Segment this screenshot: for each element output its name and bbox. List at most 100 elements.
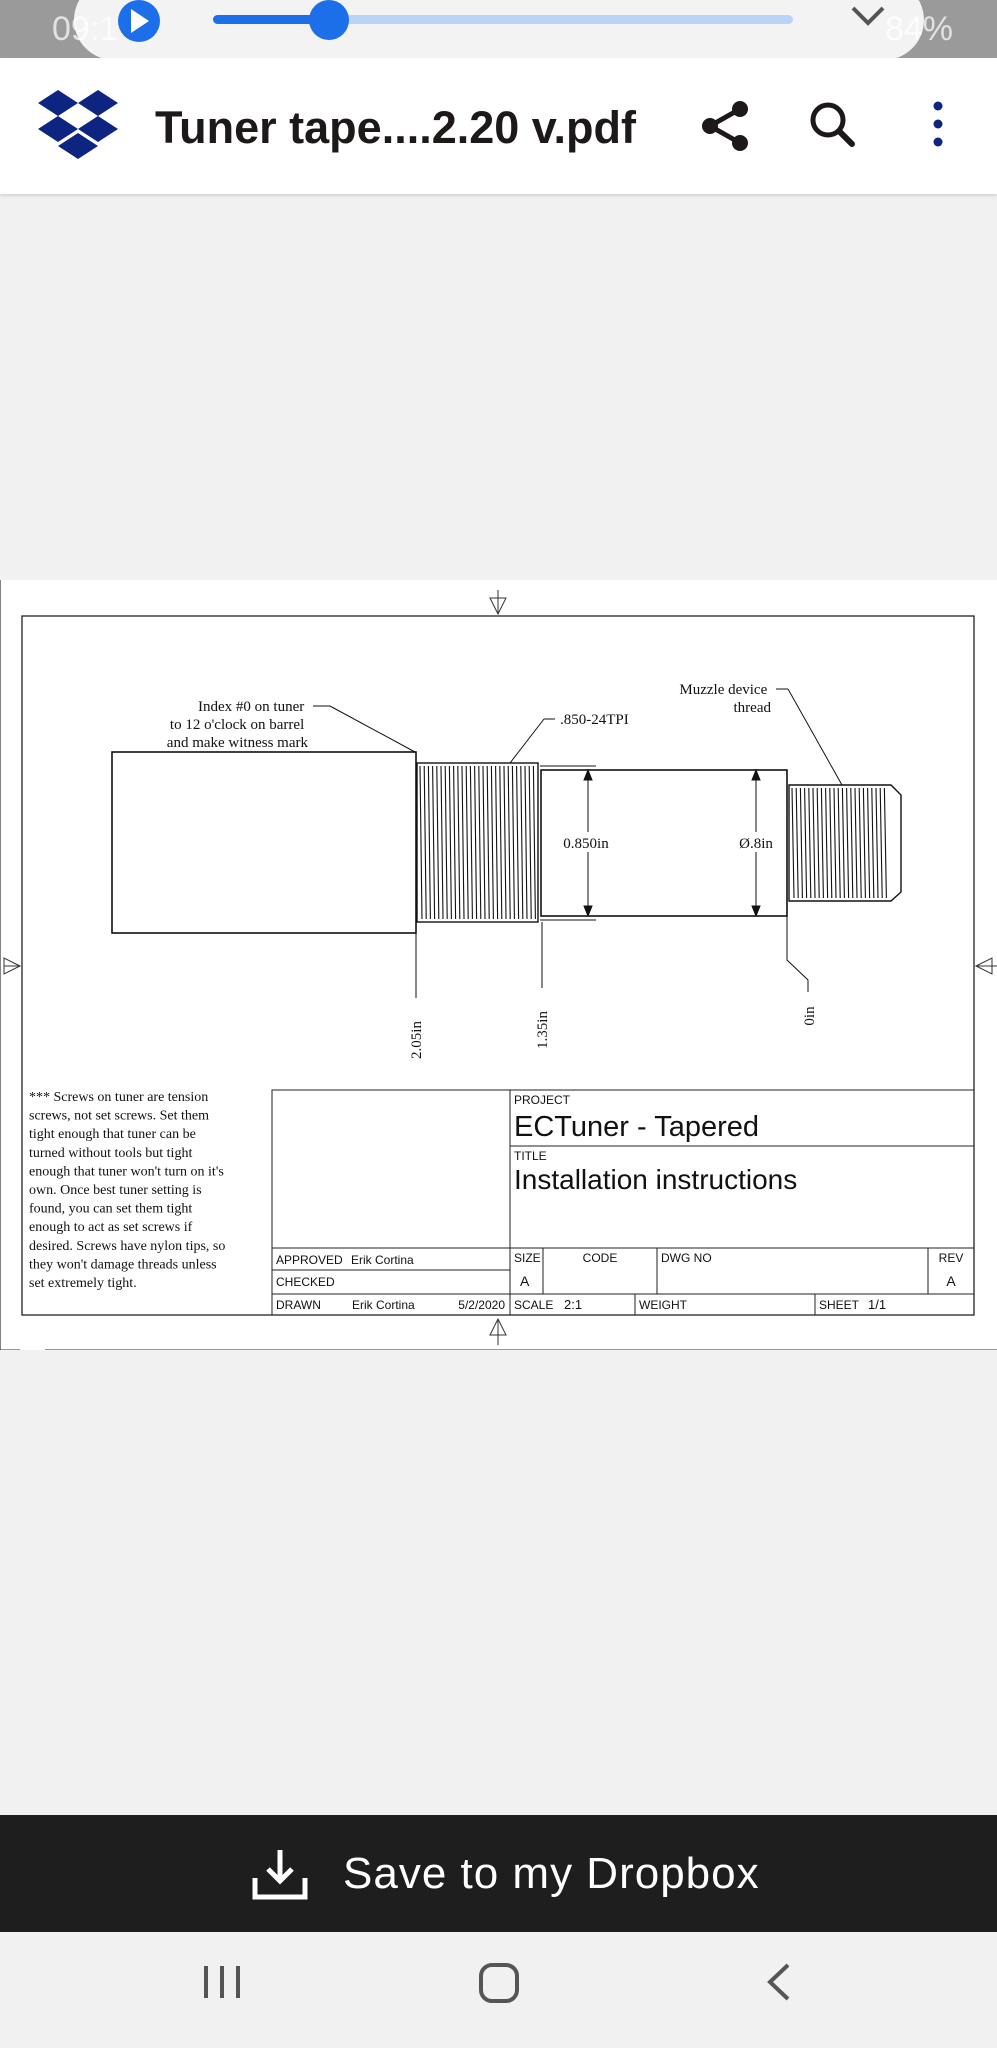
thread-line	[482, 765, 486, 920]
media-slider-fill	[213, 15, 329, 24]
sheet-value: 1/1	[868, 1297, 886, 1312]
thread-line	[883, 787, 887, 899]
thread-note-leader	[509, 718, 555, 764]
dim-position-1: 2.05in	[409, 1021, 425, 1059]
thread-line	[829, 787, 833, 899]
screws-note-line: enough to act as set screws if	[29, 1220, 193, 1235]
thread-line	[808, 787, 812, 899]
thread-line	[871, 787, 875, 899]
thread-line	[465, 765, 469, 920]
play-button[interactable]	[118, 0, 160, 42]
dropbox-logo[interactable]	[38, 90, 118, 160]
thread-line	[486, 765, 490, 920]
checked-label: CHECKED	[276, 1275, 335, 1289]
thread-line	[858, 787, 862, 899]
code-label: CODE	[583, 1251, 618, 1265]
screws-note-line: screws, not set screws. Set them	[29, 1109, 209, 1124]
size-value: A	[520, 1273, 530, 1289]
thread-line	[837, 787, 841, 899]
index-note: Index #0 on tuner to 12 o'clock on barre…	[167, 699, 309, 751]
thread-line	[799, 787, 803, 899]
thread-line	[440, 765, 444, 920]
drawn-label: DRAWN	[276, 1298, 321, 1312]
thread-line	[461, 765, 465, 920]
screws-note-line: found, you can set them tight	[29, 1202, 192, 1217]
screws-note-line: desired. Screws have nylon tips, so	[29, 1239, 225, 1254]
play-icon	[131, 9, 149, 33]
rev-label: REV	[939, 1251, 964, 1265]
tuner-thread	[416, 762, 539, 923]
thread-line	[478, 765, 482, 920]
title-label: TITLE	[514, 1149, 547, 1163]
save-to-dropbox-button[interactable]: Save to my Dropbox	[0, 1815, 997, 1932]
thread-line	[499, 765, 503, 920]
download-icon	[252, 1850, 308, 1900]
thread-line	[516, 765, 520, 920]
thread-line	[867, 787, 871, 899]
thread-line	[795, 787, 799, 899]
system-nav-bar	[0, 1932, 997, 2048]
search-icon[interactable]	[808, 100, 856, 148]
thread-note: .850-24TPI	[560, 712, 629, 728]
dim-position-3: 0in	[802, 1006, 818, 1026]
app-header: Tuner tape....2.20 v.pdf	[0, 58, 997, 194]
dim-diameter-2: Ø.8in	[739, 836, 773, 852]
thread-line	[453, 765, 457, 920]
barrel-body	[111, 751, 417, 934]
screws-note-line: own. Once best tuner setting is	[29, 1183, 202, 1198]
thread-line	[820, 787, 824, 899]
thread-line	[490, 765, 494, 920]
thread-line	[474, 765, 478, 920]
sheet-label: SHEET	[819, 1298, 860, 1312]
thread-line	[846, 787, 850, 899]
back-icon[interactable]	[764, 1962, 794, 2002]
thread-line	[423, 765, 427, 920]
muzzle-note-leader	[776, 688, 843, 786]
rev-value: A	[946, 1273, 956, 1289]
thread-line	[528, 765, 532, 920]
thread-line	[436, 765, 440, 920]
thread-line	[532, 765, 536, 920]
thread-line	[812, 787, 816, 899]
thread-line	[457, 765, 461, 920]
thread-line	[419, 765, 423, 920]
recents-icon[interactable]	[202, 1962, 242, 2002]
more-vert-icon[interactable]	[928, 100, 948, 150]
screws-note-line: turned without tools but tight	[29, 1146, 192, 1161]
screws-note-line: tight enough that tuner can be	[29, 1127, 196, 1142]
thread-line	[833, 787, 837, 899]
media-slider-panel	[74, 0, 924, 60]
media-slider-track[interactable]	[213, 0, 793, 40]
document-title: Tuner tape....2.20 v.pdf	[155, 102, 636, 153]
thread-line	[507, 765, 511, 920]
thread-line	[850, 787, 854, 899]
weight-label: WEIGHT	[639, 1298, 688, 1312]
muzzle-note: Muzzle device thread	[679, 682, 771, 716]
thread-line	[469, 765, 473, 920]
thread-line	[520, 765, 524, 920]
size-label: SIZE	[514, 1251, 541, 1265]
drawing-title: Installation instructions	[514, 1164, 797, 1195]
approved-by: Erik Cortina	[351, 1253, 414, 1267]
index-note-leader	[313, 705, 416, 753]
thread-line	[444, 765, 448, 920]
chevron-down-icon[interactable]	[850, 4, 886, 28]
share-icon[interactable]	[700, 100, 752, 152]
thread-line	[825, 787, 829, 899]
screws-note-line: *** Screws on tuner are tension	[29, 1090, 208, 1105]
screws-note-line: they won't damage threads unless	[29, 1257, 217, 1272]
thread-line	[862, 787, 866, 899]
thread-line	[791, 787, 795, 899]
dwg-label: DWG NO	[661, 1251, 712, 1265]
dim-diameter-1: 0.850in	[563, 836, 609, 852]
home-icon[interactable]	[478, 1962, 520, 2004]
pdf-page[interactable]: 0.850in Ø.8in Index #0 on tuner to 12 o'…	[0, 580, 997, 1350]
scale-label: SCALE	[514, 1298, 553, 1312]
thread-line	[841, 787, 845, 899]
thread-line	[854, 787, 858, 899]
save-label: Save to my Dropbox	[343, 1849, 760, 1898]
approved-label: APPROVED	[276, 1253, 343, 1267]
zone-markers	[3, 590, 997, 1345]
media-slider-thumb[interactable]	[309, 0, 349, 40]
project-name: ECTuner - Tapered	[514, 1111, 759, 1143]
